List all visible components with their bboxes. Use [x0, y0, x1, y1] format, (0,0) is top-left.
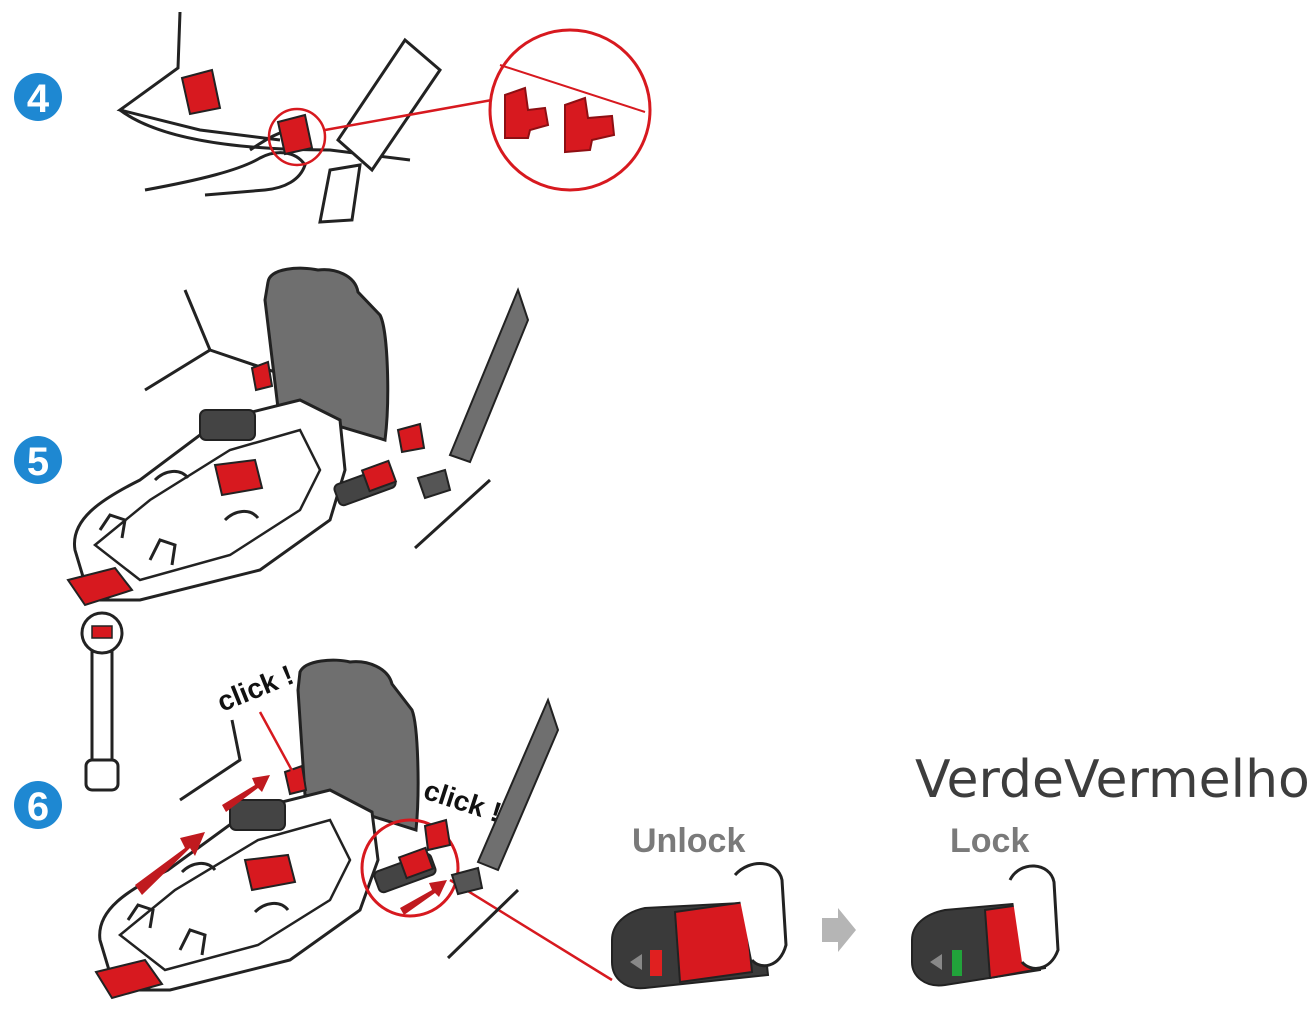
isofix-guide-red: [180, 68, 222, 116]
click-label-right: click !: [420, 774, 505, 828]
hand-outline: [144, 151, 307, 197]
booster-base-inner-6: [117, 818, 352, 972]
booster-base-outline: [72, 398, 347, 602]
click-label-left: click !: [213, 659, 298, 717]
lock-indicator-window: [952, 950, 962, 976]
booster-backrest-6: [296, 658, 420, 832]
belt-strap-5: [448, 287, 530, 464]
belt-strap: [336, 37, 442, 173]
step-4-badge: [14, 73, 62, 121]
isofix-guide-in-hand: [276, 113, 314, 156]
step-5-number: 5: [27, 440, 49, 484]
isofix-guide-detail-right: [564, 96, 616, 154]
seat-edge-line: [413, 478, 492, 550]
unlock-connector-red-sleeve: [673, 900, 754, 984]
unlock-indicator-window: [650, 950, 662, 976]
base-slot-6b: [253, 902, 290, 914]
base-slot-1: [153, 470, 190, 482]
push-arrow-small-1: [222, 775, 270, 812]
isofix-guide-seat-right-6: [423, 818, 452, 852]
push-arrow-small-2: [400, 880, 447, 915]
detail-magnifier-6: [360, 818, 460, 918]
seat-edge-line-6: [446, 888, 520, 960]
unlock-indicator-arrow-icon: [630, 954, 642, 970]
support-leg-foot: [84, 758, 120, 792]
detail-magnifier-slash: [499, 64, 646, 113]
step-4-panel: 4: [14, 11, 652, 224]
lock-hook: [1008, 864, 1060, 970]
booster-base-inner: [92, 428, 322, 582]
lock-label: Lock: [950, 822, 1030, 860]
base-release-handle-6: [243, 853, 297, 892]
isofix-connector-dark: [199, 409, 256, 441]
unlock-hook: [733, 862, 788, 968]
isofix-arm-right-red: [360, 459, 398, 493]
isofix-guide-detail-left: [504, 86, 550, 139]
vehicle-seat-base: [119, 108, 411, 162]
base-slot-3: [98, 513, 127, 539]
step-4-number: 4: [27, 77, 50, 121]
unlock-label: Unlock: [632, 822, 746, 860]
base-slot-2: [223, 510, 260, 522]
isofix-guide-seat-right: [396, 422, 426, 454]
detail-marker-small: [267, 107, 327, 167]
base-slot-6c: [126, 903, 155, 929]
lock-indicator-illustration: [911, 864, 1060, 987]
isofix-guide-seat-left: [250, 360, 274, 392]
detail-leader-line-4: [324, 98, 493, 132]
isofix-connector-dark-6: [229, 799, 286, 831]
isofix-guide-seat-left-6: [283, 764, 308, 796]
unlock-indicator-illustration: [611, 862, 788, 990]
belt-strap-6: [476, 697, 560, 872]
lock-indicator-arrow-icon: [930, 954, 942, 970]
overlay-title: VerdeVermelho: [915, 750, 1310, 810]
base-slot-6d: [178, 928, 207, 956]
vehicle-seat-lines-6: [179, 719, 242, 802]
step-6-panel: 6 click ! click !: [14, 658, 613, 1000]
base-slot-6a: [180, 862, 217, 874]
belt-buckle-5: [416, 468, 452, 500]
transition-arrow-icon: [822, 908, 856, 952]
isofix-arm-right-red-6: [397, 846, 435, 880]
push-arrow-large: [135, 832, 205, 895]
booster-backrest: [263, 266, 390, 442]
step-5-panel: 5: [14, 266, 530, 792]
front-red-leg-mount: [66, 566, 134, 607]
front-red-leg-mount-6: [94, 958, 164, 1000]
support-leg-button: [91, 625, 113, 639]
step-6-badge: [14, 781, 62, 829]
base-release-handle: [213, 458, 264, 497]
belt-buckle: [318, 163, 362, 224]
detail-leader-line-6: [449, 878, 613, 982]
step-6-number: 6: [27, 785, 49, 829]
base-slot-4: [148, 538, 177, 566]
click-leader-left: [258, 711, 298, 779]
belt-buckle-6: [450, 866, 484, 896]
step-5-badge: [14, 436, 62, 484]
